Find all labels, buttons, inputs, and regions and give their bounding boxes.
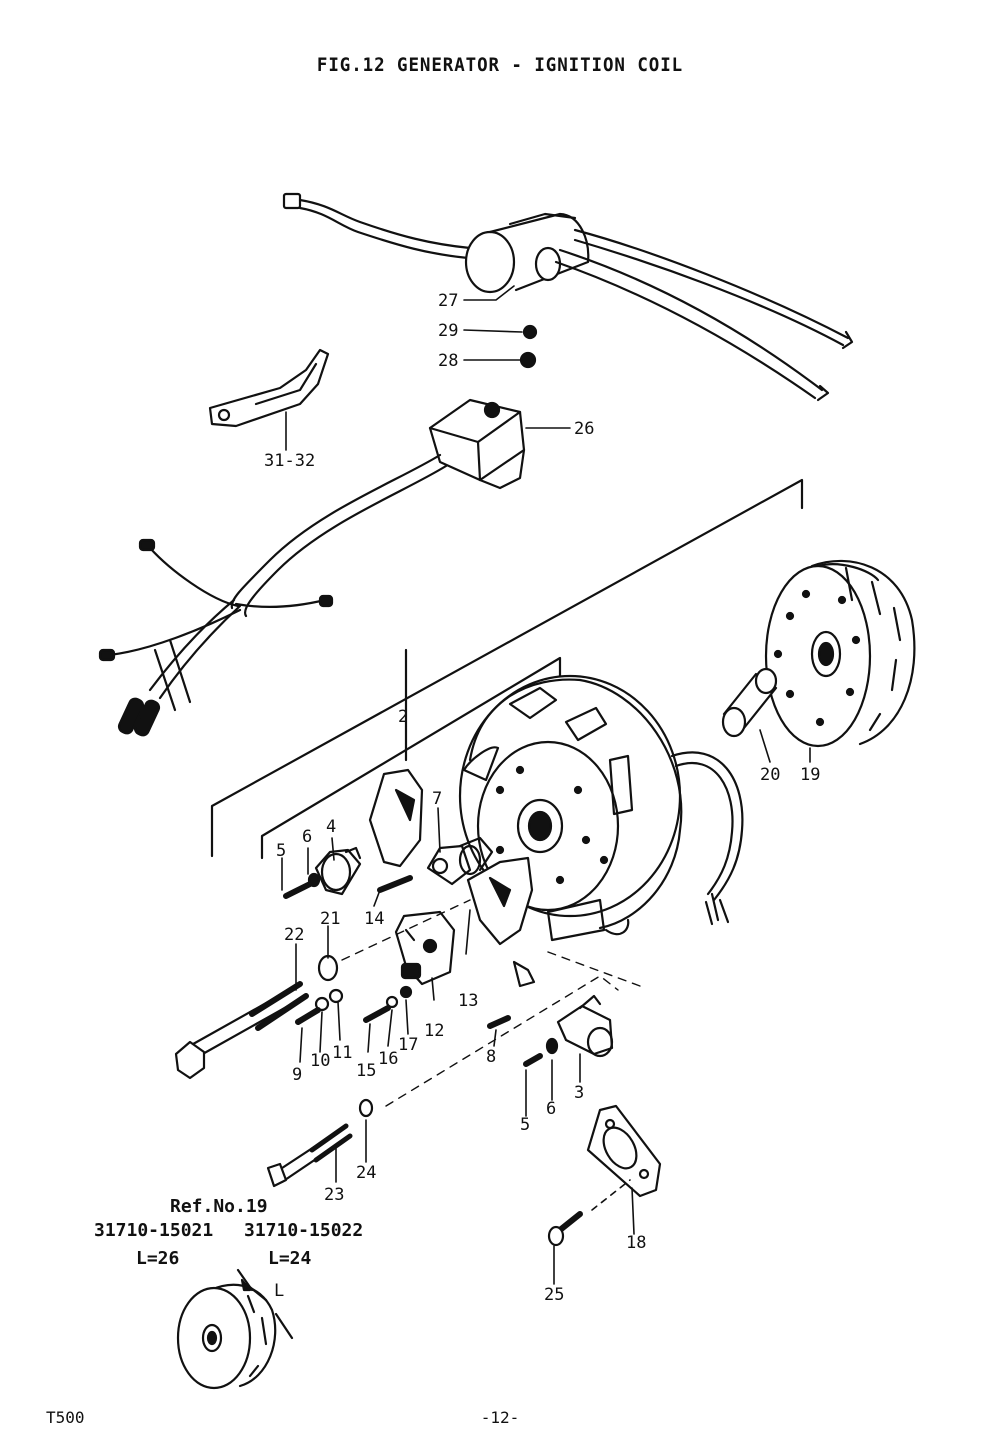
leader-lines (281, 285, 811, 1285)
bolt-icon (266, 1123, 353, 1188)
callout-27: 27 (438, 291, 458, 311)
assembly-bracket-lines (210, 478, 804, 860)
cam-shaft-icon (426, 836, 494, 886)
spacer-icon (721, 667, 778, 738)
cover-plate-icon (586, 1104, 662, 1198)
reference-length-a: L=26 (136, 1248, 180, 1269)
callout-5b: 5 (520, 1115, 530, 1135)
screw-icon (547, 1211, 583, 1247)
callout-26: 26 (574, 419, 594, 439)
callout-14: 14 (364, 909, 384, 929)
callout-8: 8 (486, 1047, 496, 1067)
callout-10: 10 (310, 1051, 330, 1071)
callout-15: 15 (356, 1061, 376, 1081)
callout-31-32: 31-32 (264, 451, 315, 471)
callout-18: 18 (626, 1233, 646, 1253)
callout-22: 22 (284, 925, 304, 945)
callout-24: 24 (356, 1163, 376, 1183)
bolt-icon (174, 981, 309, 1080)
point-set-icon (394, 910, 456, 986)
callout-28: 28 (438, 351, 458, 371)
callout-19: 19 (800, 765, 820, 785)
callout-23: 23 (324, 1185, 344, 1205)
callout-9: 9 (292, 1065, 302, 1085)
axis-dashed-lines (341, 899, 641, 1107)
rotor-flywheel-icon (176, 1268, 294, 1390)
callout-11: 11 (332, 1043, 352, 1063)
bracket-icon (208, 348, 330, 428)
callout-L: L (274, 1281, 284, 1301)
nut-icon (519, 324, 538, 369)
callout-6a: 6 (302, 827, 312, 847)
reference-part-a: 31710-15021 (94, 1220, 214, 1241)
reference-length-b: L=24 (268, 1248, 312, 1269)
callout-21: 21 (320, 909, 340, 929)
callout-17: 17 (398, 1035, 418, 1055)
callout-20: 20 (760, 765, 780, 785)
callout-5a: 5 (276, 841, 286, 861)
breaker-plate-icon (368, 768, 534, 946)
callout-29: 29 (438, 321, 458, 341)
callout-4: 4 (326, 817, 336, 837)
callout-labels: 27 29 28 31-32 26 2 4 5 6 7 14 21 22 13 … (264, 291, 820, 1305)
callout-3: 3 (574, 1083, 584, 1103)
reference-part-b: 31710-15022 (244, 1220, 364, 1241)
model-code: T500 (46, 1408, 85, 1427)
condenser-box-icon (98, 398, 526, 737)
callout-25: 25 (544, 1285, 564, 1305)
condenser-icon (314, 846, 614, 1058)
callout-16: 16 (378, 1049, 398, 1069)
callout-7: 7 (432, 789, 442, 809)
stator-assembly-icon (458, 674, 744, 942)
screw-icon (283, 872, 559, 1118)
rotor-flywheel-icon (764, 559, 916, 748)
callout-6b: 6 (546, 1099, 556, 1119)
figure-title: FIG.12 GENERATOR - IGNITION COIL (316, 54, 684, 76)
callout-2: 2 (398, 707, 408, 727)
ignition-coil-icon (282, 192, 854, 402)
callout-12: 12 (424, 1021, 444, 1041)
reference-heading: Ref.No.19 (170, 1196, 268, 1217)
callout-13: 13 (458, 991, 478, 1011)
page-number: -12- (480, 1408, 520, 1427)
